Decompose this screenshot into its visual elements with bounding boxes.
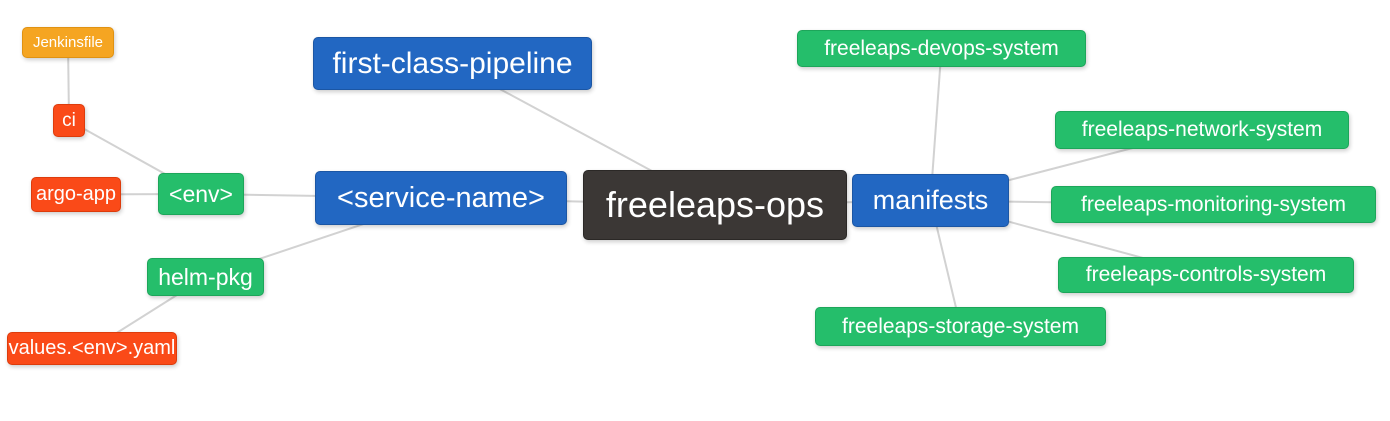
node-freeleaps-controls-system[interactable]: freeleaps-controls-system — [1058, 257, 1354, 293]
node-first-class-pipeline[interactable]: first-class-pipeline — [313, 37, 592, 90]
node-values-env-yaml[interactable]: values.<env>.yaml — [7, 332, 177, 365]
node-freeleaps-network-system[interactable]: freeleaps-network-system — [1055, 111, 1349, 149]
node-env[interactable]: <env> — [158, 173, 244, 215]
node-manifests[interactable]: manifests — [852, 174, 1009, 227]
node-argo-app[interactable]: argo-app — [31, 177, 121, 212]
node-freeleaps-devops-system[interactable]: freeleaps-devops-system — [797, 30, 1086, 67]
node-helm-pkg[interactable]: helm-pkg — [147, 258, 264, 296]
node-jenkinsfile[interactable]: Jenkinsfile — [22, 27, 114, 58]
node-freeleaps-storage-system[interactable]: freeleaps-storage-system — [815, 307, 1106, 346]
node-service-name[interactable]: <service-name> — [315, 171, 567, 225]
node-ci[interactable]: ci — [53, 104, 85, 137]
node-freeleaps-ops[interactable]: freeleaps-ops — [583, 170, 847, 240]
node-freeleaps-monitoring-system[interactable]: freeleaps-monitoring-system — [1051, 186, 1376, 223]
